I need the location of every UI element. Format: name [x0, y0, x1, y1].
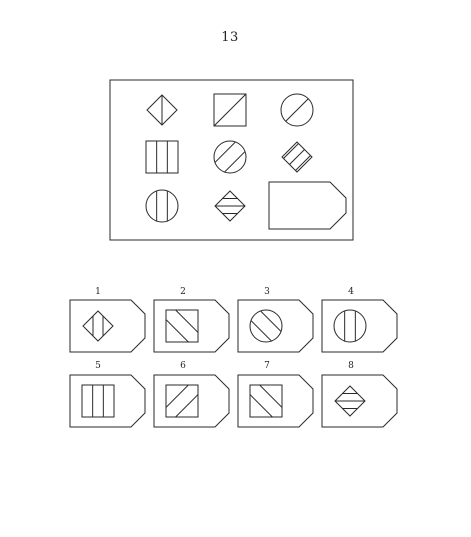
option-card-7[interactable] [229, 364, 314, 438]
option-outline-8 [321, 374, 398, 428]
option-number-3: 3 [264, 287, 270, 297]
option-figure-2 [165, 309, 199, 343]
option-number-1: 1 [95, 287, 101, 297]
option-outline-4 [321, 299, 398, 353]
puzzle-number: 13 [221, 30, 239, 45]
option-number-7: 7 [264, 361, 270, 371]
option-outline-3 [237, 299, 314, 353]
option-card-2[interactable] [145, 289, 230, 363]
matrix-cell-3-1 [145, 189, 179, 223]
matrix-cell-1-1 [146, 94, 178, 126]
option-card-4[interactable] [321, 299, 398, 353]
matrix-frame [109, 79, 354, 241]
option-figure-7 [249, 384, 283, 418]
option-card-3[interactable] [229, 289, 314, 363]
option-number-2: 2 [180, 287, 186, 297]
option-card-8[interactable] [321, 374, 398, 428]
option-number-5: 5 [95, 361, 101, 371]
option-figure-5 [81, 384, 115, 418]
option-figure-3 [249, 309, 283, 343]
option-outline-5 [69, 374, 146, 428]
option-outline-2 [153, 299, 230, 353]
option-figure-1 [82, 310, 114, 342]
matrix-cell-2-1 [145, 140, 179, 174]
option-figure-8 [334, 385, 366, 417]
matrix-cell-2-3 [281, 141, 313, 173]
option-number-4: 4 [348, 287, 354, 297]
option-outline-7 [237, 374, 314, 428]
option-outline-6 [153, 374, 230, 428]
answer-slot[interactable] [268, 181, 347, 230]
option-card-1[interactable] [69, 299, 146, 353]
answer-options [69, 289, 398, 438]
matrix-cell-1-2 [213, 93, 247, 127]
option-number-8: 8 [348, 361, 354, 371]
option-number-6: 6 [180, 361, 186, 371]
matrix-cell-2-2 [213, 140, 247, 174]
option-figure-6 [165, 384, 199, 418]
matrix-cell-3-2 [214, 190, 246, 222]
option-card-6[interactable] [145, 364, 230, 438]
option-outline-1 [69, 299, 146, 353]
matrix-cell-1-3 [280, 93, 314, 127]
option-figure-4 [333, 309, 367, 343]
option-card-5[interactable] [69, 374, 146, 428]
matrix-grid [145, 93, 347, 230]
